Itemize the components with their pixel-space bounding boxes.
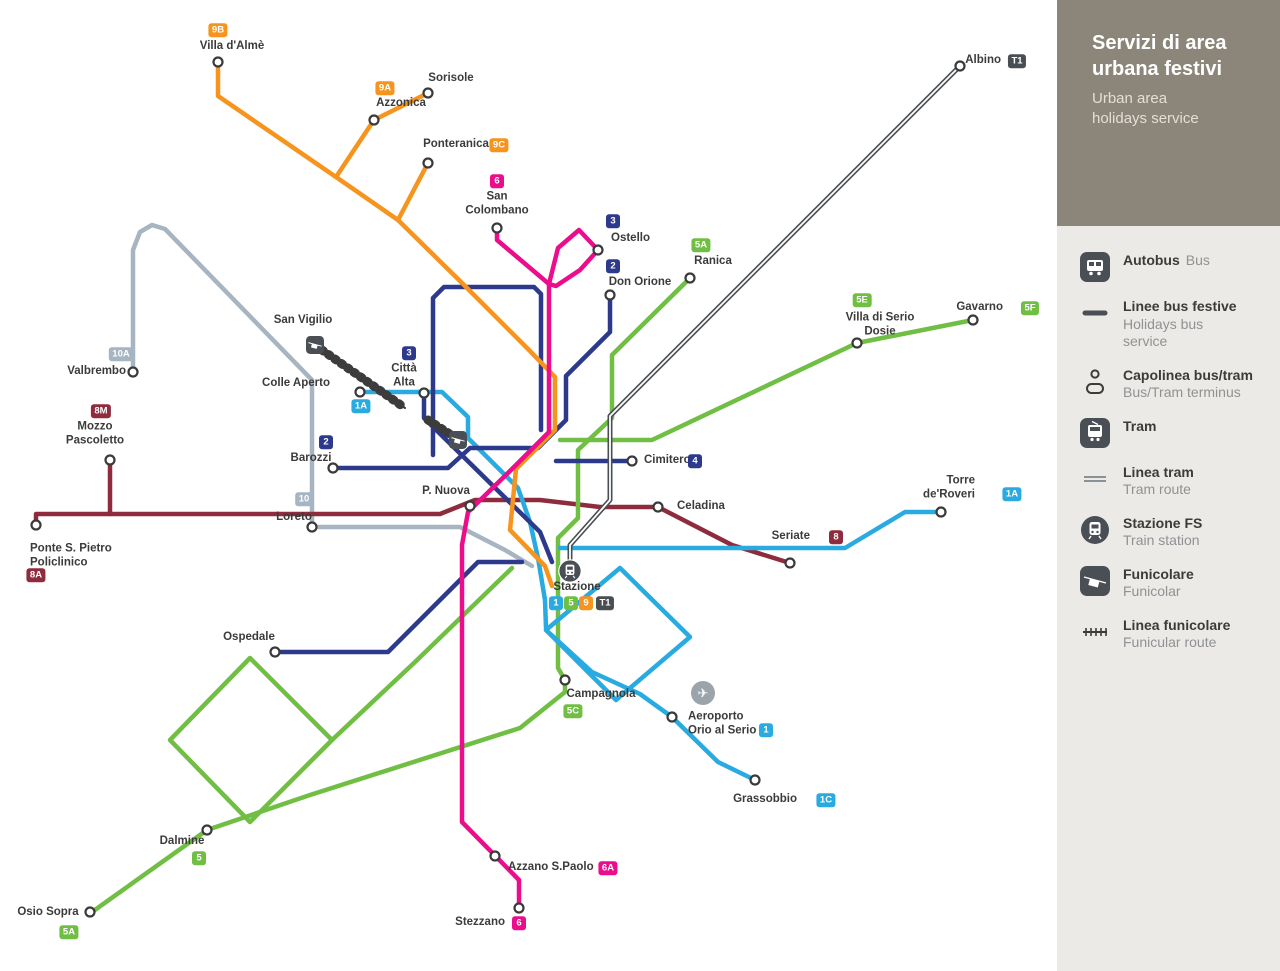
legend-sublabel: Funicular route: [1123, 634, 1217, 650]
station-dot: [422, 157, 434, 169]
station-dot: [327, 462, 339, 474]
station-dot: [851, 337, 863, 349]
legend-item: Tram: [1079, 417, 1268, 448]
route-ospedale-route: [272, 559, 525, 655]
train-icon: [1079, 515, 1111, 545]
route-1-airport: [543, 627, 758, 783]
terminus-icon: [1079, 367, 1111, 401]
station-dot: [84, 906, 96, 918]
route-1-connector: [535, 555, 549, 631]
station-dot: [354, 386, 366, 398]
route-5-east: [557, 317, 976, 443]
station-dot: [559, 674, 571, 686]
station-dot: [967, 314, 979, 326]
station-dot: [464, 500, 476, 512]
station-dot: [626, 455, 638, 467]
route-8-main: [33, 497, 793, 566]
station-dot: [935, 506, 947, 518]
legend-label: Autobus: [1123, 252, 1180, 268]
station-dot: [513, 902, 525, 914]
station-dot: [104, 454, 116, 466]
station-dot: [422, 87, 434, 99]
legend-label: Capolinea bus/tram: [1123, 366, 1253, 383]
route-6-loop: [546, 227, 601, 289]
route-network-canvas: [30, 56, 979, 918]
bus-line-icon: [1079, 298, 1111, 328]
station-dot: [954, 60, 966, 72]
legend-item: Autobus Bus: [1079, 252, 1268, 282]
route-3-route: [421, 390, 555, 565]
route-T1-tram: [567, 63, 963, 567]
route-5-loop: [167, 655, 335, 825]
legend-label: Linea tram: [1123, 463, 1194, 480]
legend-sublabel: Funicolar: [1123, 583, 1181, 599]
station-dot: [592, 244, 604, 256]
station-dot: [784, 557, 796, 569]
route-1-colle: [357, 389, 541, 561]
legend-label: Stazione FS: [1123, 514, 1203, 531]
station-dot: [269, 646, 281, 658]
station-dot: [749, 774, 761, 786]
station-dot: [604, 289, 616, 301]
page-subtitle: Urban area holidays service: [1092, 90, 1199, 127]
route-funicular-svigilio: [317, 345, 410, 413]
route-3-loop: [430, 284, 544, 458]
station-dot: [489, 850, 501, 862]
route-5-west-connector: [329, 565, 515, 743]
legend-sublabel: Tram route: [1123, 481, 1191, 497]
station-dot: [666, 711, 678, 723]
route-5-ranica: [555, 275, 693, 695]
legend-label: Funicolare: [1123, 565, 1194, 582]
station-dot: [127, 366, 139, 378]
station-dot: [30, 519, 42, 531]
tram-icon: [1079, 417, 1111, 448]
route-6-main: [459, 225, 552, 911]
legend-sublabel: Bus: [1185, 252, 1210, 268]
funicular-icon: [1079, 565, 1111, 596]
route-9A-branch: [333, 90, 431, 180]
station-dot: [418, 387, 430, 399]
bus-icon: [1079, 252, 1111, 282]
station-dot: [684, 272, 696, 284]
route-1A-torre: [557, 509, 944, 551]
tram-line-icon: [1079, 464, 1111, 494]
route-10-main: [130, 222, 535, 569]
station-dot: [201, 824, 213, 836]
legend-label: Tram: [1123, 417, 1157, 434]
route-9C-branch: [395, 160, 431, 223]
sidebar-header: Servizi di area urbana festivi Urban are…: [1057, 0, 1280, 226]
station-dot: [306, 521, 318, 533]
sidebar: Servizi di area urbana festivi Urban are…: [1057, 0, 1280, 971]
legend-sublabel: Holidays bus service: [1123, 315, 1204, 350]
route-9-main: [215, 59, 558, 589]
route-5-south: [89, 689, 568, 915]
funicular-line-icon: [1079, 617, 1111, 647]
legend-sublabel: Train station: [1123, 532, 1200, 548]
legend-label: Linee bus festive: [1123, 298, 1237, 314]
legend-sublabel: Bus/Tram terminus: [1123, 384, 1241, 400]
station-dot: [652, 501, 664, 513]
station-dot: [368, 114, 380, 126]
station-dot: [491, 222, 503, 234]
page-title: Servizi di area urbana festivi: [1092, 32, 1227, 80]
legend-label: Linea funicolare: [1123, 616, 1231, 633]
station-dot: [212, 56, 224, 68]
